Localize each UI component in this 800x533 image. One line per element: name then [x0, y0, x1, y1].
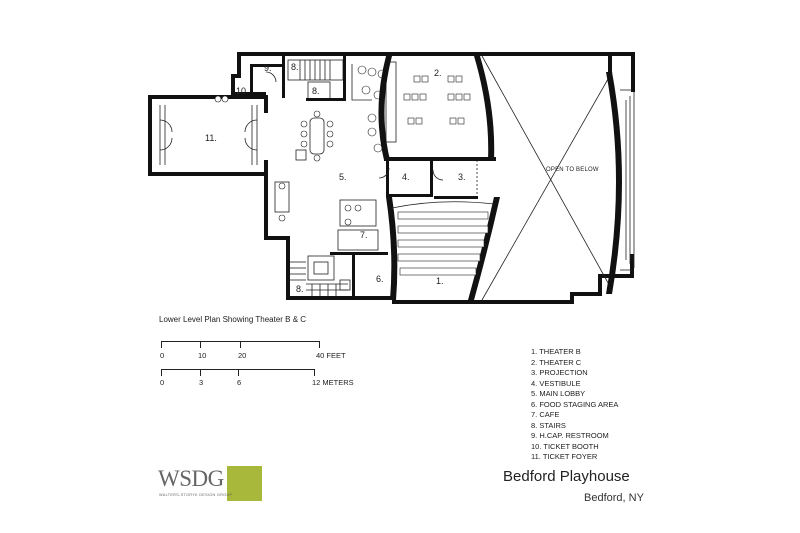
scale-feet-tick-label: 20 — [238, 351, 247, 360]
legend-item: 3. PROJECTION — [531, 368, 588, 377]
theater-b — [386, 197, 500, 300]
room-label-8-middle: 8. — [312, 86, 320, 96]
open-to-below-label: OPEN TO BELOW — [546, 167, 599, 173]
scale-feet-tick-label: 0 — [160, 351, 165, 360]
scale-bar-meters-tick — [200, 370, 201, 376]
logo-subtext: WALTERS-STORYK DESIGN GROUP — [159, 493, 233, 497]
legend-item: 11. TICKET FOYER — [531, 452, 598, 461]
room-label-1: 1. — [436, 276, 444, 286]
upper-stairs — [299, 60, 331, 80]
room-labels: 1. 2. 3. 4. 5. 6. 7. 8. 8. 8. 9. 10. 11.… — [205, 62, 599, 294]
room-label-8-lower: 8. — [296, 284, 304, 294]
lobby-lounge-seating — [351, 61, 397, 153]
open-to-below-area — [481, 55, 635, 301]
scale-meters-tick-label: 12 METERS — [312, 378, 354, 387]
project-title: Bedford Playhouse — [503, 468, 630, 485]
scale-bar-feet — [161, 341, 320, 348]
lower-stairs — [290, 261, 348, 296]
room-label-8-upper: 8. — [291, 62, 299, 72]
logo-square — [227, 466, 262, 501]
room-label-5: 5. — [339, 172, 347, 182]
legend-item: 7. CAFE — [531, 410, 560, 419]
scale-meters-tick-label: 0 — [160, 378, 165, 387]
legend-item: 8. STAIRS — [531, 420, 566, 430]
room-label-9: 9. — [264, 63, 272, 73]
scale-bar-feet-tick — [240, 342, 241, 348]
room-label-2: 2. — [434, 68, 442, 78]
scale-bar-meters — [161, 369, 315, 376]
legend-item: 4. VESTIBULE — [531, 378, 581, 388]
scale-meters-tick-label: 3 — [199, 378, 204, 387]
vestibule-projection — [378, 157, 478, 199]
room-label-11: 11. — [205, 133, 217, 143]
theater-b-seats — [397, 211, 489, 276]
legend-item: 9. H.CAP. RESTROOM — [531, 431, 609, 440]
legend-item: 6. FOOD STAGING AREA — [531, 399, 619, 409]
room-label-3: 3. — [458, 172, 466, 182]
wsdg-logo: WSDG WALTERS-STORYK DESIGN GROUP — [158, 466, 265, 502]
room-label-10: 10. — [236, 86, 249, 96]
theater-c-seats — [403, 75, 471, 125]
room-label-6: 6. — [376, 274, 384, 284]
scale-feet-tick-label: 40 FEET — [316, 351, 346, 360]
outer-walls — [148, 52, 635, 304]
scale-bar-feet-tick — [200, 342, 201, 348]
ticket-foyer — [159, 105, 258, 165]
lobby-furniture — [274, 110, 379, 251]
scale-bar-meters-tick — [238, 370, 239, 376]
scale-meters-tick-label: 6 — [237, 378, 242, 387]
legend-item: 2. THEATER C — [531, 357, 582, 367]
project-location: Bedford, NY — [584, 492, 644, 504]
legend-item: 1. THEATER B — [531, 347, 581, 356]
room-legend: 1. THEATER B 2. THEATER C 3. PROJECTION … — [531, 347, 618, 463]
legend-item: 5. MAIN LOBBY — [531, 389, 586, 398]
scale-feet-tick-label: 10 — [198, 351, 207, 360]
legend-item: 10. TICKET BOOTH — [531, 441, 599, 451]
plan-caption: Lower Level Plan Showing Theater B & C — [159, 315, 307, 324]
logo-wordmark: WSDG — [158, 466, 224, 491]
room-label-7: 7. — [360, 230, 368, 240]
room-label-4: 4. — [402, 172, 410, 182]
upper-left-rooms — [214, 56, 346, 103]
